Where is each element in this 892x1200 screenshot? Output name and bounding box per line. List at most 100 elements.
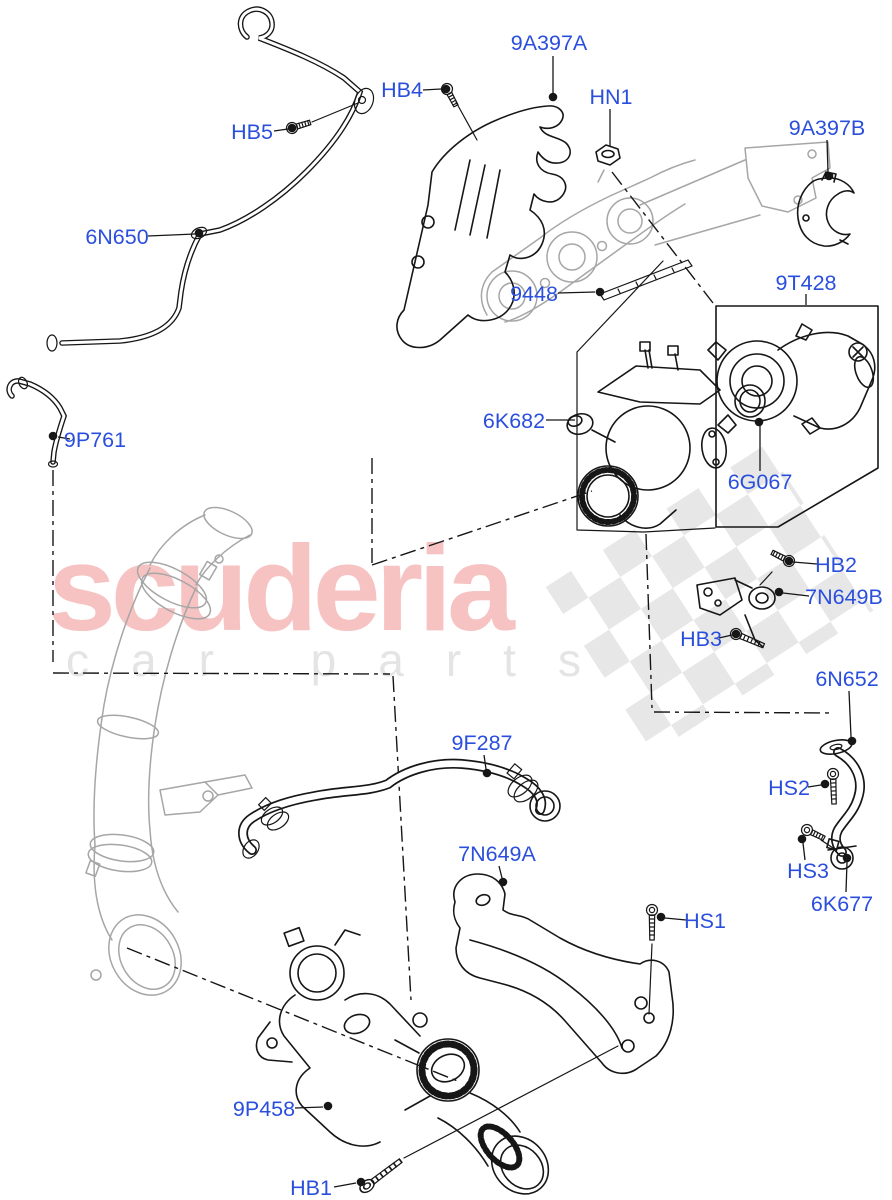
leader-line — [802, 842, 806, 861]
leader-line — [718, 634, 733, 639]
bracket-7n649b-art — [696, 577, 776, 648]
part-label-HB2[interactable]: HB2 — [784, 553, 857, 577]
part-label-6N652[interactable]: 6N652 — [815, 667, 879, 746]
leader-dot — [731, 629, 741, 639]
part-label-6K682[interactable]: 6K682 — [483, 409, 575, 433]
part-label-HS1[interactable]: HS1 — [656, 909, 726, 933]
leader-dot — [194, 228, 204, 238]
leader-dot — [784, 556, 794, 566]
part-number-text[interactable]: 9P458 — [233, 1097, 295, 1121]
part-number-text[interactable]: 6K682 — [483, 409, 545, 433]
part-number-text[interactable]: HB5 — [231, 120, 273, 144]
part-label-HS2[interactable]: HS2 — [768, 776, 830, 800]
part-number-text[interactable]: HN1 — [589, 85, 632, 109]
leader-dot — [356, 1177, 366, 1187]
part-number-text[interactable]: 9A397A — [511, 31, 588, 55]
part-label-9F287[interactable]: 9F287 — [452, 731, 513, 778]
heat-shield-9a397a-art — [396, 105, 571, 349]
part-label-7N649B[interactable]: 7N649B — [774, 585, 883, 609]
leader-line — [273, 128, 289, 132]
part-label-7N649A[interactable]: 7N649A — [458, 842, 537, 887]
bolt-hs2 — [826, 767, 841, 805]
egr-throttle-9p458-art — [255, 926, 550, 1195]
shield-9a397b-art — [796, 171, 855, 247]
part-label-HB1[interactable]: HB1 — [290, 1176, 366, 1200]
part-number-text[interactable]: 7N649B — [805, 585, 883, 609]
phantom-assembly-lines — [52, 171, 835, 1083]
watermark-checkered-flag — [545, 444, 874, 754]
part-number-text[interactable]: 9A397B — [789, 116, 866, 140]
leader-dot — [287, 123, 297, 133]
bracket-7n649a-art — [452, 873, 675, 1075]
leader-line — [333, 1182, 357, 1188]
hose-9f287-art — [238, 758, 561, 859]
leader-line — [294, 1106, 324, 1109]
leader-line — [422, 88, 442, 91]
part-number-text[interactable]: HS2 — [768, 776, 810, 800]
part-number-text[interactable]: 6N652 — [815, 667, 878, 691]
part-label-HB5[interactable]: HB5 — [231, 120, 297, 144]
part-number-text[interactable]: HB4 — [381, 78, 423, 102]
part-label-9T428[interactable]: 9T428 — [776, 271, 837, 305]
part-label-HB3[interactable]: HB3 — [680, 627, 741, 651]
part-number-text[interactable]: 9F287 — [452, 731, 513, 755]
gasket-9448-art — [599, 259, 693, 301]
leader-dot — [824, 171, 834, 181]
leader-dot — [323, 1101, 333, 1111]
part-number-text[interactable]: HB1 — [290, 1176, 332, 1200]
part-number-text[interactable]: 6K677 — [811, 892, 873, 916]
leader-line — [483, 754, 487, 770]
part-label-HS3[interactable]: HS3 — [787, 834, 829, 883]
leader-line — [147, 233, 196, 237]
part-number-text[interactable]: 9T428 — [776, 271, 837, 295]
bolt-hs1 — [645, 903, 659, 941]
part-number-text[interactable]: HS1 — [684, 909, 726, 933]
seal-6g067-art — [734, 384, 766, 418]
part-label-HN1[interactable]: HN1 — [589, 85, 633, 146]
leader-dot — [754, 417, 764, 427]
part-label-9P761[interactable]: 9P761 — [48, 428, 126, 452]
leader-dot — [48, 431, 58, 441]
part-number-text[interactable]: 6N650 — [85, 225, 148, 249]
part-number-text[interactable]: HB3 — [680, 627, 722, 651]
bolt-hb1 — [356, 1155, 405, 1196]
fastener-alignment-lines — [311, 101, 837, 1159]
pipe-9p761-art — [6, 376, 68, 468]
part-number-text[interactable]: 7N649A — [458, 842, 536, 866]
leader-dot — [797, 834, 807, 844]
part-number-text[interactable]: 9P761 — [64, 428, 126, 452]
watermark-subtitle-text: car parts — [66, 634, 623, 686]
banjo-6k677-art — [826, 838, 857, 870]
leader-dot — [847, 736, 857, 746]
leader-dot — [441, 84, 451, 94]
part-label-9A397A[interactable]: 9A397A — [511, 31, 588, 102]
leader-line — [848, 690, 852, 738]
leader-line — [826, 139, 829, 173]
part-label-9448[interactable]: 9448 — [510, 282, 605, 306]
leader-dot — [656, 912, 666, 922]
leader-dot — [842, 853, 852, 863]
turbo-kit-boundary — [576, 260, 716, 533]
leader-line — [792, 561, 818, 565]
leader-line — [845, 861, 848, 893]
part-number-text[interactable]: 6G067 — [728, 470, 793, 494]
part-label-HB4[interactable]: HB4 — [381, 78, 451, 102]
part-label-6G067[interactable]: 6G067 — [728, 417, 793, 494]
part-number-text[interactable]: HS3 — [787, 859, 829, 883]
part-label-9A397B[interactable]: 9A397B — [789, 116, 866, 181]
watermark-brand-text: scuderia — [48, 520, 516, 656]
leader-dot — [548, 92, 558, 102]
leader-line — [498, 865, 503, 879]
part-number-text[interactable]: 9448 — [510, 282, 558, 306]
part-label-9P458[interactable]: 9P458 — [233, 1097, 333, 1121]
part-label-6K677[interactable]: 6K677 — [811, 853, 873, 916]
turbo-cartridge-9t428-box — [707, 305, 879, 528]
leader-line — [782, 592, 810, 597]
pipe-6n650-art — [46, 6, 375, 352]
part-label-6N650[interactable]: 6N650 — [85, 225, 204, 249]
leader-dot — [774, 587, 784, 597]
charge-pipe-ghost-art — [85, 506, 253, 996]
part-number-text[interactable]: HB2 — [815, 553, 857, 577]
